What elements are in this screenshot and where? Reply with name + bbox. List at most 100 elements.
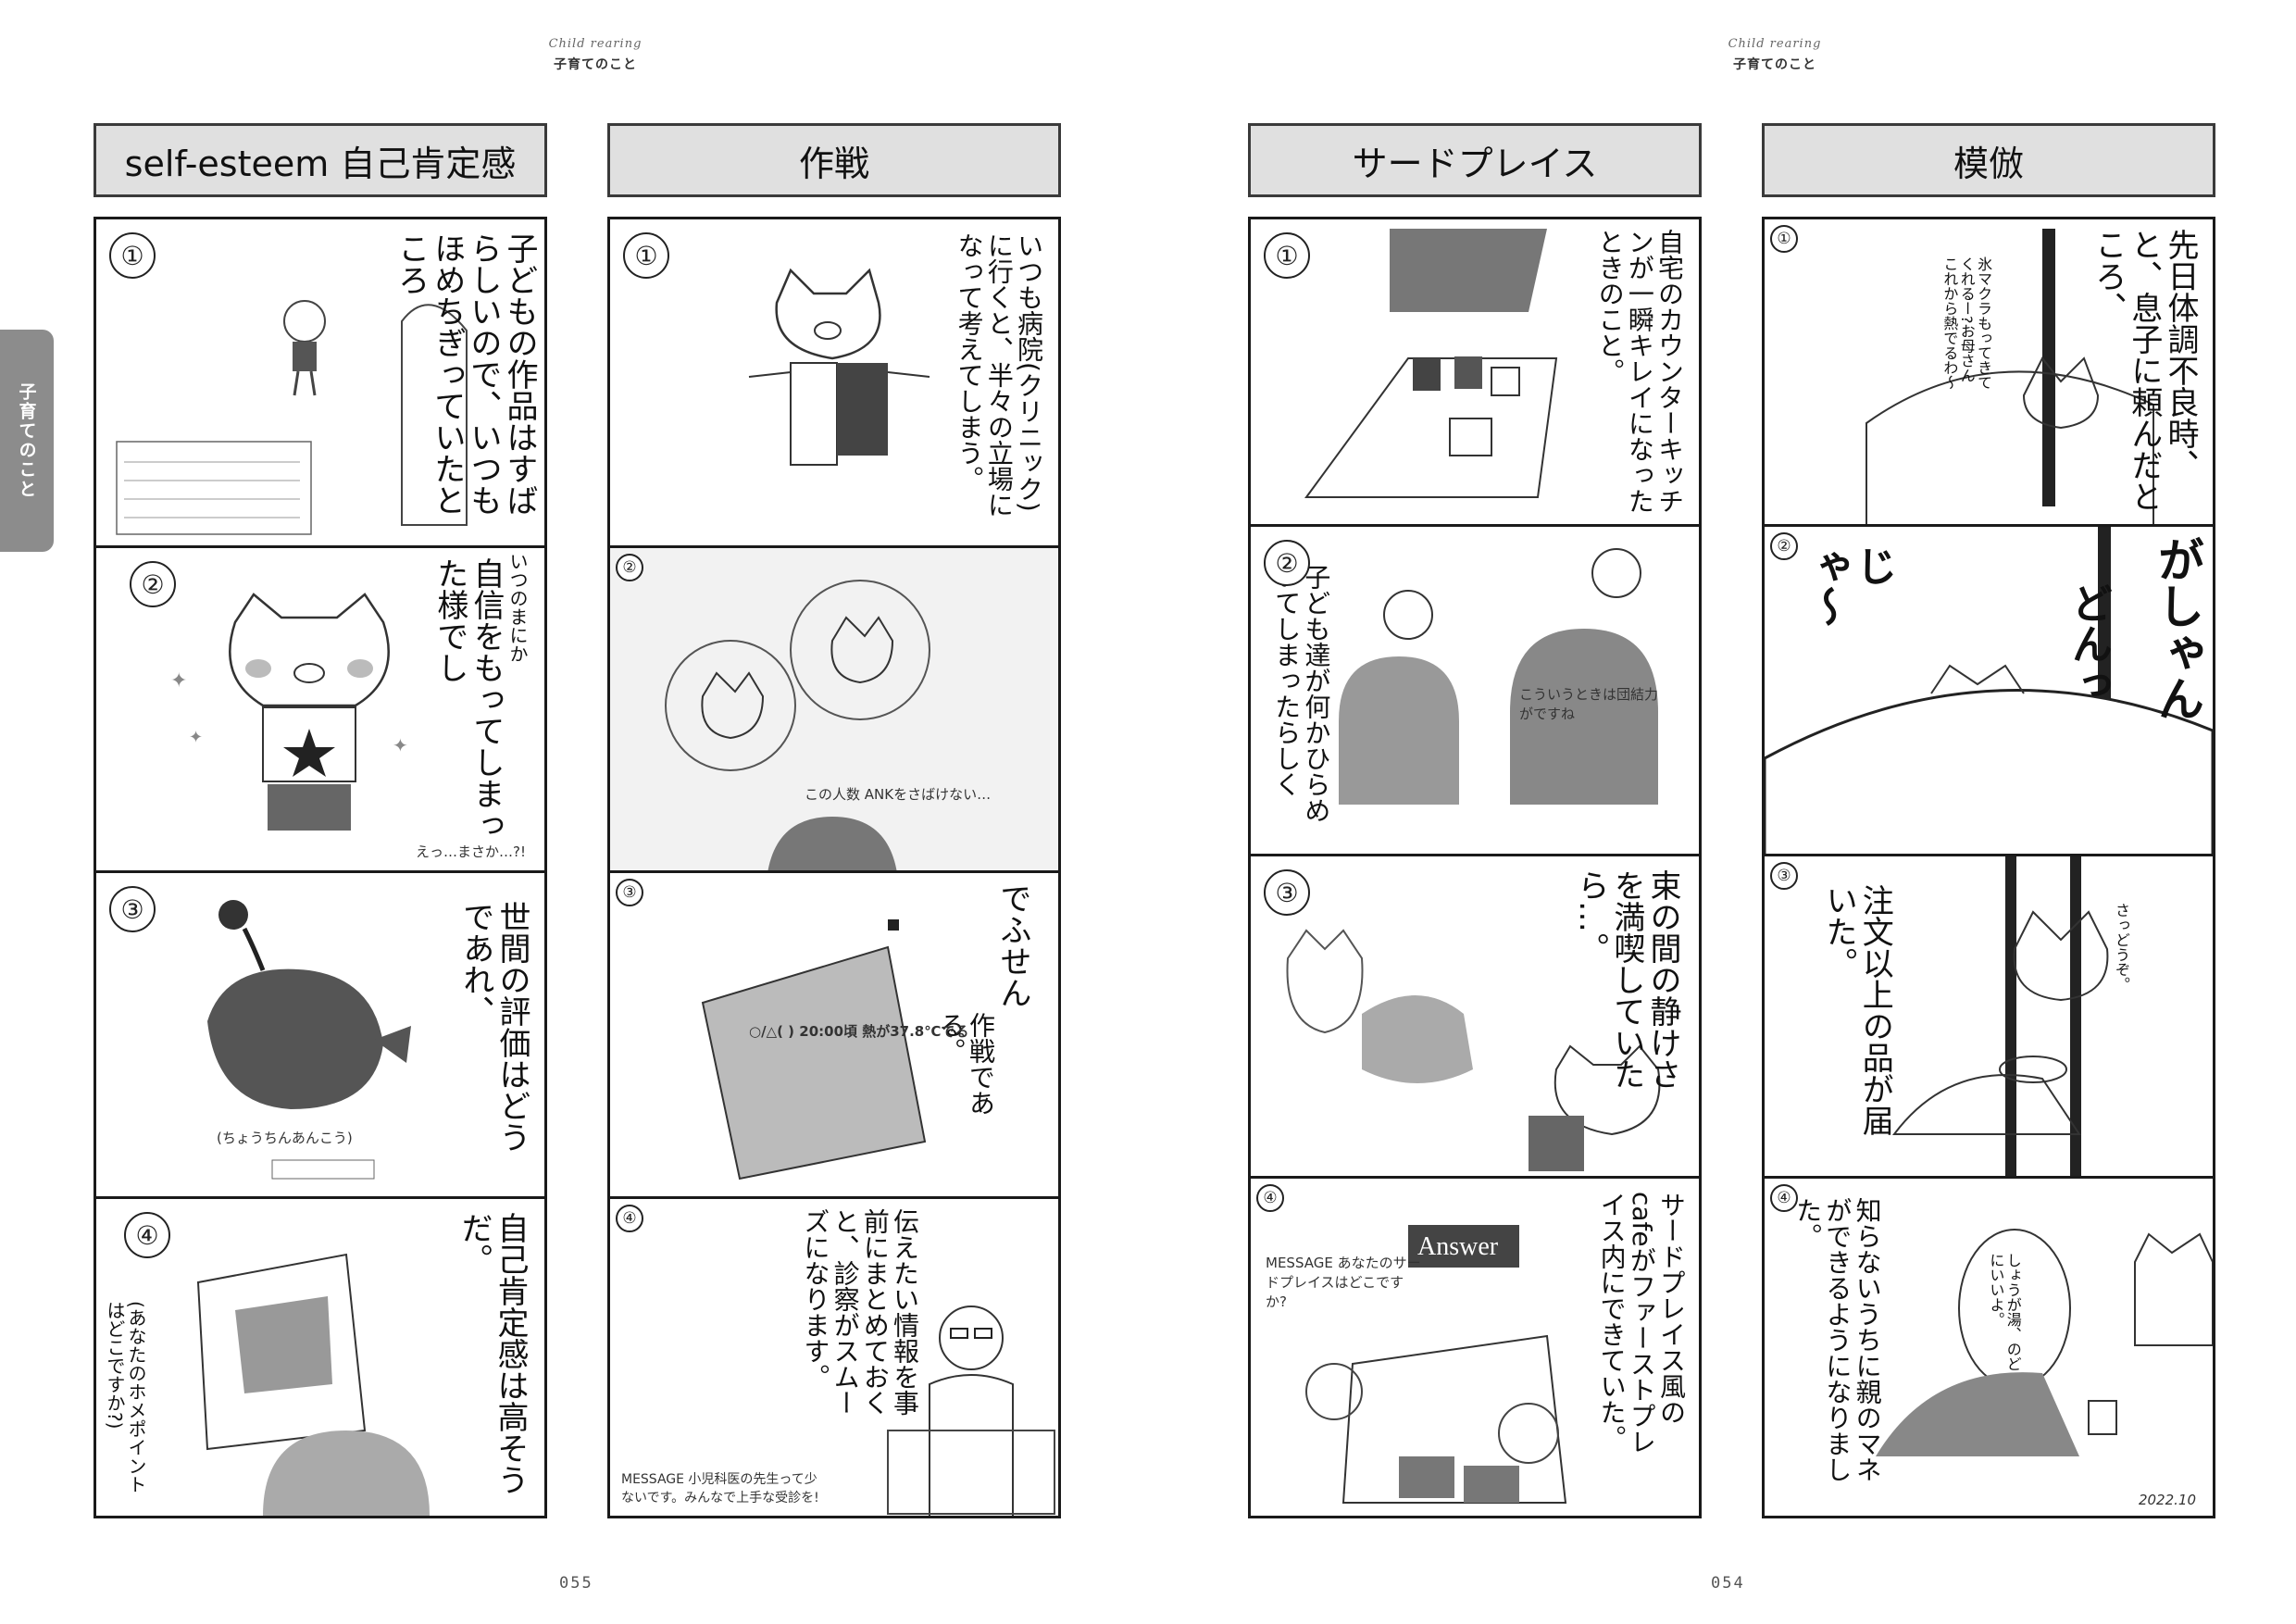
panel-title-big: でふせん: [994, 882, 1031, 1008]
panel-caption: 知らないうちに親のマネができるようになりました。: [1792, 1197, 1883, 1482]
panel-illustration: [1891, 856, 2109, 1176]
panel-subtext: この人数 ANKをさばけない…: [805, 786, 992, 803]
panel-illustration: [1305, 1225, 1567, 1504]
comic-panel: ① いつも病院(クリニック)に行くと、半々の立場になって考えてしまう。: [610, 219, 1058, 548]
panel-illustration: [207, 900, 411, 1180]
panel-subtext: さっどうぞ。: [2113, 903, 2130, 992]
panel-illustration: [1339, 548, 1658, 805]
comic-panel: ④ 知らないうちに親のマネができるようになりました。 しょうが湯、のどにいいよ。…: [1765, 1179, 2213, 1516]
panel-caption: 注文以上の品が届いた。: [1820, 884, 1894, 1136]
panel-number: ③: [1264, 869, 1310, 916]
comic-strip-mohou: ① 先日体調不良時、と、息子に頼んだところ、 氷マクラもってきてくれるー?お母さ…: [1762, 217, 2215, 1518]
panel-subtext: (あなたのホメポイントはどこですか?): [104, 1301, 147, 1493]
sound-effect: どんっ: [2065, 582, 2112, 705]
panel-caption: 自信をもってしまった様でし: [430, 557, 505, 841]
panel-subtext: えっ…まさか…?!: [416, 843, 526, 860]
comic-panel: ② 子ども達が何かひらめいてしまったらしく こういうときは団結力がですね: [1251, 527, 1699, 856]
panel-illustration: [610, 548, 1058, 870]
panel-illustration: [1876, 1229, 2213, 1456]
panel-caption: 子ども達が何かひらめいてしまったらしく: [1271, 564, 1332, 823]
svg-text:✦: ✦: [189, 728, 203, 747]
panel-number: ②: [1770, 532, 1798, 560]
strip-title-self-esteem: self-esteem 自己肯定感: [94, 123, 547, 197]
panel-number: ④: [1256, 1184, 1284, 1212]
header-right-en: Child rearing: [1728, 37, 1822, 51]
panel-number: ②: [616, 554, 643, 581]
panel-caption: 自宅のカウンターキッチンが一瞬キレイになったときのこと。: [1594, 229, 1685, 514]
strip-title-mohou: 模倣: [1762, 123, 2215, 197]
page-header-right: Child rearing 子育てのこと: [1710, 37, 1840, 73]
strip-title-text: self-esteem 自己肯定感: [124, 143, 517, 184]
comic-panel: ② ✦ ✦ ✦ いつのまにか 自信をもってしまった様でし えっ…まさか…?!: [96, 548, 544, 873]
panel-illustration: [1765, 527, 2213, 854]
answer-sign: Answer: [1417, 1232, 1499, 1261]
svg-text:✦: ✦: [170, 669, 187, 693]
comic-panel: ② じゃ〜 がしゃん どんっ: [1765, 527, 2213, 856]
panel-subtext: 氷マクラもってきてくれるー?お母さんこれから熱でるわ〜: [1940, 256, 1993, 390]
panel-subtext: MESSAGE 小児科医の先生って少ないです。みんなで上手な受診を!: [621, 1472, 819, 1505]
panel-number: ①: [623, 232, 669, 279]
panel-caption: 先日体調不良時、と、息子に頼んだところ、: [2089, 229, 2199, 512]
panel-illustration: [701, 919, 927, 1181]
panel-number: ④: [616, 1205, 643, 1232]
strip-title-sakusen: 作戦: [607, 123, 1061, 197]
comic-panel: ④ Answer サードプレイス風のcafeがファーストプレイス内にできていた。…: [1251, 1179, 1699, 1516]
panel-caption: 自己肯定感は高そうだ。: [455, 1212, 529, 1495]
header-left-ja: 子育てのこと: [554, 57, 637, 72]
panel-number: ③: [616, 879, 643, 906]
panel-caption: 世間の評価はどうであれ、: [456, 901, 530, 1153]
sound-effect: がしゃん: [2151, 536, 2204, 721]
page-header-left: Child rearing 子育てのこと: [530, 37, 660, 73]
comic-panel: ① 自宅のカウンターキッチンが一瞬キレイになったときのこと。: [1251, 219, 1699, 527]
side-tab[interactable]: 子育てのこと: [0, 330, 54, 552]
comic-panel: ③ でふせん 作戦である。 ○/△( ) 20:00頃 熱が37.8℃でる: [610, 873, 1058, 1199]
comic-panel: ① 先日体調不良時、と、息子に頼んだところ、 氷マクラもってきてくれるー?お母さ…: [1765, 219, 2213, 527]
panel-caption: 伝えたい情報を事前にまとめておくと、診察がスムーズになります。: [800, 1208, 920, 1416]
panel-illustration: [887, 1305, 1055, 1516]
comic-strip-third-place: ① 自宅のカウンターキッチンが一瞬キレイになったときのこと。 ② 子ども達が何か…: [1248, 217, 1702, 1518]
strip-title-text: 作戦: [798, 143, 869, 184]
panel-number: ②: [130, 561, 176, 607]
panel-number: ①: [1770, 225, 1798, 253]
panel-illustration: [196, 1253, 430, 1516]
comic-panel: ① 子どもの作品はすばらしいので、いつもほめちぎっていたところ: [96, 219, 544, 548]
panel-number: ①: [109, 232, 156, 279]
header-right-ja: 子育てのこと: [1733, 57, 1816, 72]
panel-illustration: [1866, 229, 2154, 524]
comic-panel: ③ 世間の評価はどうであれ、 (ちょうちんあんこう): [96, 873, 544, 1199]
sound-effect: じゃ〜: [1802, 545, 1897, 627]
svg-text:✦: ✦: [393, 734, 408, 756]
comic-strip-self-esteem: ① 子どもの作品はすばらしいので、いつもほめちぎっていたところ ② ✦ ✦: [94, 217, 547, 1518]
panel-subtext: しょうが湯、のどにいいよ。: [1987, 1253, 2022, 1371]
panel-number: ①: [1264, 232, 1310, 279]
strip-title-third-place: サードプレイス: [1248, 123, 1702, 197]
panel-caption: 作戦である。: [935, 1012, 996, 1116]
comic-panel: ③ 注文以上の品が届いた。 さっどうぞ。: [1765, 856, 2213, 1179]
panel-number: ②: [1264, 540, 1310, 586]
panel-caption: 子どもの作品はすばらしいので、いつもほめちぎっていたところ: [392, 232, 538, 516]
comic-panel: ④ 自己肯定感は高そうだ。 (あなたのホメポイントはどこですか?): [96, 1199, 544, 1516]
panel-caption: サードプレイス風のcafeがファーストプレイス内にできていた。: [1596, 1192, 1687, 1455]
panel-small-text: いつのまにか: [506, 552, 529, 663]
panel-caption: いつも病院(クリニック)に行くと、半々の立場になって考えてしまう。: [954, 232, 1044, 518]
panel-subtext: ○/△( ) 20:00頃 熱が37.8℃でる: [749, 1023, 969, 1040]
panel-illustration: [1304, 229, 1558, 498]
strip-title-text: サードプレイス: [1352, 143, 1598, 184]
panel-subtext: (ちょうちんあんこう): [217, 1130, 353, 1146]
page-number-left: 055: [559, 1574, 593, 1593]
panel-illustration: ✦ ✦ ✦: [170, 593, 408, 831]
comic-panel: ④ 伝えたい情報を事前にまとめておくと、診察がスムーズになります。 MESSAG…: [610, 1199, 1058, 1516]
panel-subtext: MESSAGE あなたのサードプレイスはどこですか?: [1266, 1255, 1421, 1310]
comic-panel: ② この人数 ANKをさばけない…: [610, 548, 1058, 873]
side-tab-label: 子育てのこと: [16, 382, 37, 499]
panel-illustration: [1286, 929, 1661, 1171]
header-left-en: Child rearing: [548, 37, 643, 51]
panel-number: ④: [1770, 1184, 1798, 1212]
comic-strip-sakusen: ① いつも病院(クリニック)に行くと、半々の立場になって考えてしまう。 ② この…: [607, 217, 1061, 1518]
panel-number: ④: [124, 1212, 170, 1258]
page-number-right: 054: [1711, 1574, 1745, 1593]
strip-title-text: 模倣: [1953, 143, 2024, 184]
panel-number: ③: [109, 886, 156, 932]
comic-panel: ③ 束の間の静けさを満喫していたら…。: [1251, 856, 1699, 1179]
panel-caption: 束の間の静けさを満喫していたら…。: [1571, 869, 1681, 1090]
